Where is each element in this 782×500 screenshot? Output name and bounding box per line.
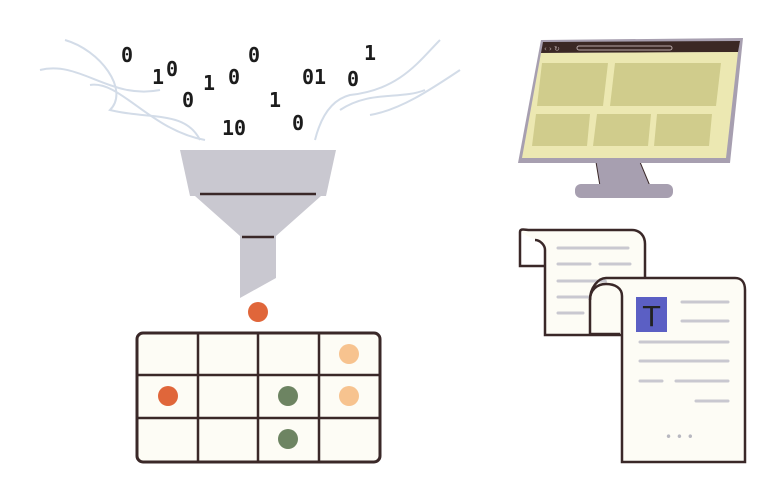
binary-digit: 0: [292, 111, 304, 135]
binary-digit: 1: [152, 65, 164, 89]
binary-digit: 0: [121, 43, 133, 67]
binary-digits: 0 1 0 0 1 0 0 1 10 0 01 0 1: [121, 41, 376, 140]
grid-dot-orange: [158, 386, 178, 406]
doc-ellipsis: • • •: [665, 430, 694, 444]
grid-dot-green: [278, 429, 298, 449]
binary-digit: 0: [347, 67, 359, 91]
doc-text-lines: [638, 300, 730, 403]
doc-title-letter: T: [642, 300, 661, 333]
doc-title-badge: [636, 297, 667, 332]
funnel: [180, 150, 336, 298]
binary-digit: 1: [364, 41, 376, 65]
data-grid: [135, 331, 382, 464]
binary-digit: 0: [182, 88, 194, 112]
falling-data-dot: [248, 302, 268, 322]
scroll-document: [518, 228, 647, 337]
binary-digit: 0: [166, 57, 178, 81]
binary-digit: 0: [248, 43, 260, 67]
grid-dot-peach: [339, 386, 359, 406]
address-bar: [576, 45, 673, 51]
monitor: ‹ › ↻: [518, 38, 743, 198]
screen-panels: [532, 63, 721, 146]
browser-toolbar: [541, 41, 740, 53]
binary-digit: 1: [203, 71, 215, 95]
data-stream-waves: [39, 39, 461, 141]
binary-digit: 01: [302, 65, 326, 89]
grid-dot-peach: [339, 344, 359, 364]
binary-digit: 1: [269, 88, 281, 112]
grid-dot-green: [278, 386, 298, 406]
binary-digit: 10: [222, 116, 246, 140]
binary-digit: 0: [228, 65, 240, 89]
browser-nav-icons: ‹ › ↻: [544, 45, 560, 53]
text-document: T • • •: [588, 276, 747, 464]
